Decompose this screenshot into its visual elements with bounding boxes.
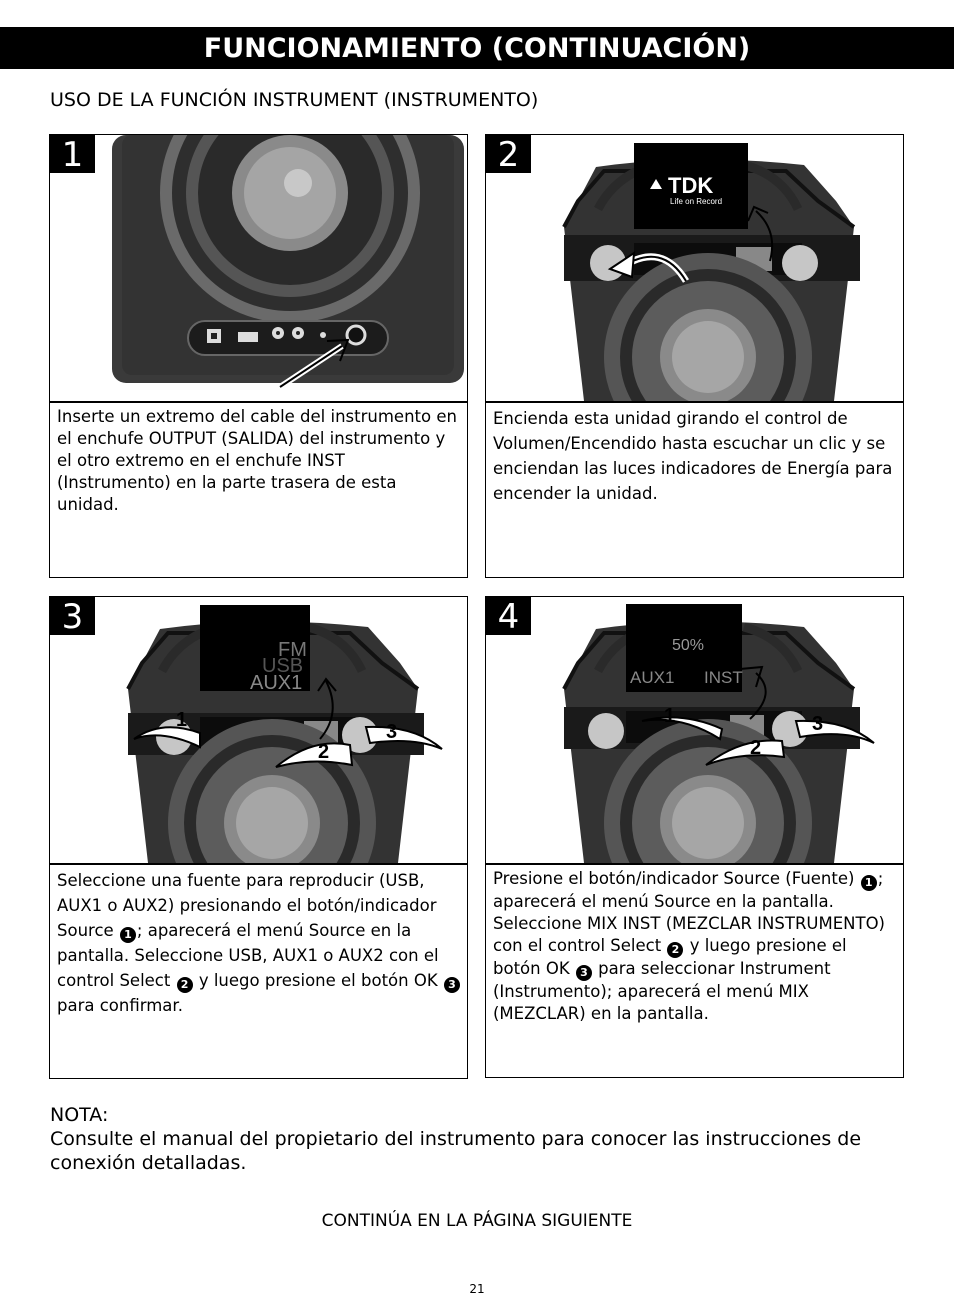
mix-left-label: AUX1 bbox=[630, 668, 675, 687]
badge-1-icon: 1 bbox=[860, 875, 877, 891]
source-menu-aux1: AUX1 bbox=[250, 672, 303, 694]
step-description: Seleccione una fuente para reproducir (U… bbox=[50, 863, 467, 1018]
step-panel-3: FM USB AUX1 1 2 3 3 Seleccione una fuent… bbox=[49, 596, 468, 1079]
page-number: 21 bbox=[469, 1282, 485, 1296]
mix-level-percent: 50% bbox=[672, 637, 705, 654]
badge-2-icon: 2 bbox=[176, 977, 193, 993]
source-menu-fm: FM bbox=[278, 639, 307, 661]
mix-inst-illustration: 50% AUX1 INST 1 2 3 4 bbox=[486, 597, 903, 863]
section-title: USO DE LA FUNCIÓN INSTRUMENT (INSTRUMENT… bbox=[50, 89, 539, 111]
tdk-display-brand: TDK bbox=[668, 173, 714, 198]
callout-1: 1 bbox=[176, 709, 188, 731]
source-menu-usb: USB bbox=[262, 655, 304, 677]
callout-2: 2 bbox=[318, 741, 330, 763]
rear-panel-illustration: 1 bbox=[50, 135, 467, 401]
callout-3: 3 bbox=[812, 713, 824, 735]
callout-1: 1 bbox=[664, 705, 676, 727]
badge-1-icon: 1 bbox=[119, 927, 136, 943]
callout-3: 3 bbox=[386, 721, 398, 743]
step-description: Presione el botón/indicador Source (Fuen… bbox=[486, 863, 903, 1025]
step-description: Inserte un extremo del cable del instrum… bbox=[50, 401, 467, 516]
power-on-illustration: TDK Life on Record 2 bbox=[486, 135, 903, 401]
badge-3-icon: 3 bbox=[575, 965, 592, 981]
tdk-display-tagline: Life on Record bbox=[670, 197, 723, 206]
badge-2-icon: 2 bbox=[667, 942, 684, 958]
step-description: Encienda esta unidad girando el control … bbox=[486, 401, 903, 506]
step-number: 4 bbox=[486, 597, 531, 637]
select-source-illustration: FM USB AUX1 1 2 3 3 bbox=[50, 597, 467, 863]
callout-2: 2 bbox=[750, 737, 762, 759]
step-number: 1 bbox=[50, 135, 95, 175]
note-label: NOTA: bbox=[50, 1104, 109, 1126]
step-number: 2 bbox=[486, 135, 531, 175]
step-panel-4: 50% AUX1 INST 1 2 3 4 Presione el botón/… bbox=[485, 596, 904, 1078]
step-panel-1: 1 Inserte un extremo del cable del instr… bbox=[49, 134, 468, 578]
step-number: 3 bbox=[50, 597, 95, 637]
badge-3-icon: 3 bbox=[443, 977, 460, 993]
note-block: NOTA: Consulte el manual del propietario… bbox=[50, 1103, 910, 1175]
note-text: Consulte el manual del propietario del i… bbox=[50, 1128, 862, 1174]
page-header: FUNCIONAMIENTO (CONTINUACIÓN) bbox=[0, 27, 954, 69]
step-panel-2: TDK Life on Record 2 Encienda esta unida… bbox=[485, 134, 904, 578]
mix-right-label: INST bbox=[704, 668, 743, 687]
continued-notice: CONTINÚA EN LA PÁGINA SIGUIENTE bbox=[321, 1211, 633, 1231]
